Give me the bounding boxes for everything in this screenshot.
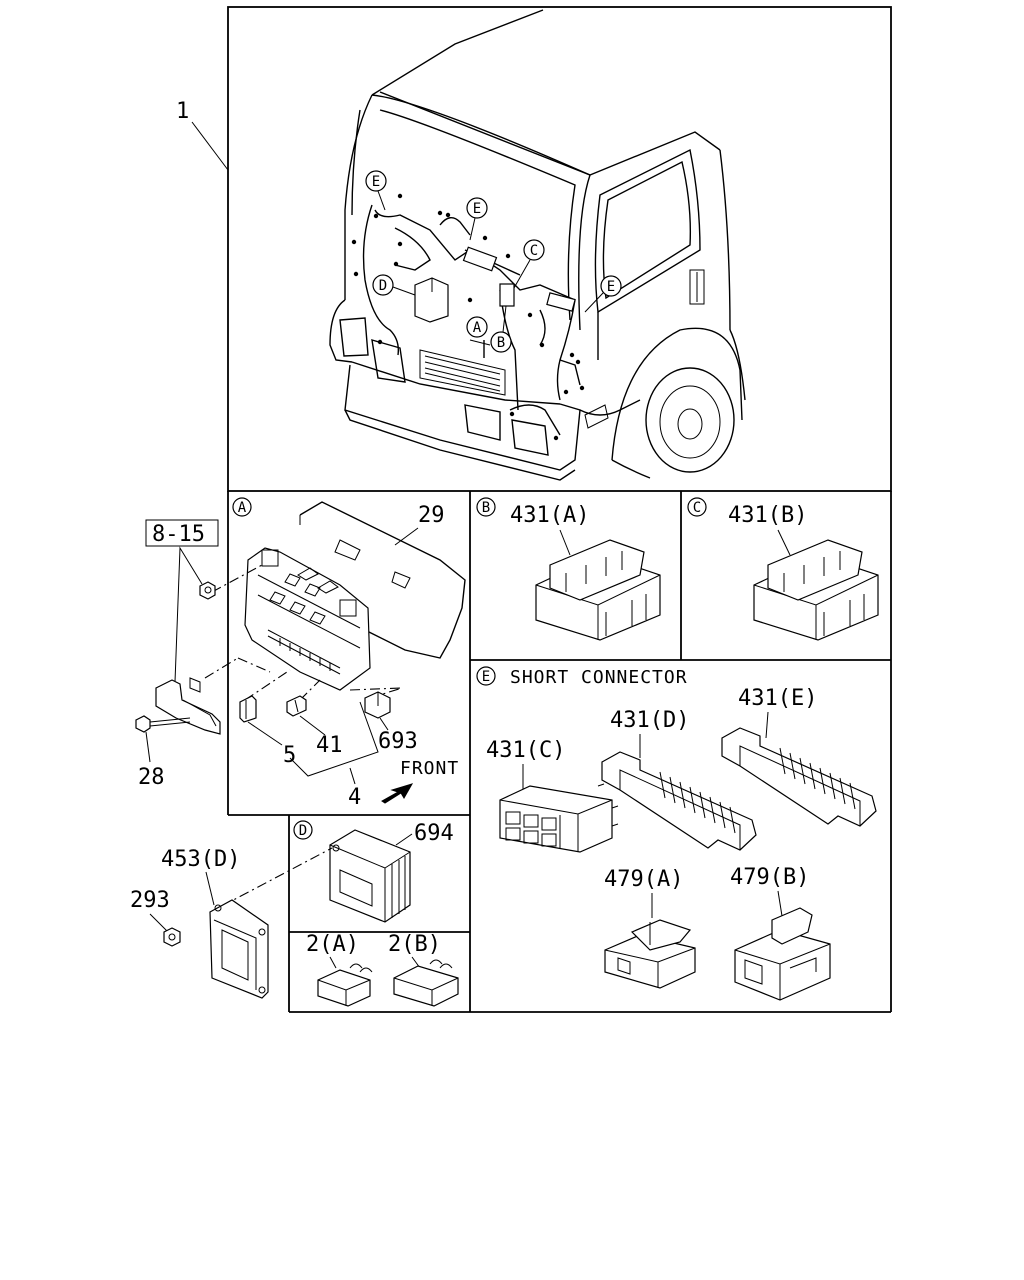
leader-line-ecu xyxy=(221,847,333,907)
connector-479b-illustration xyxy=(734,907,831,1001)
label-part-431c: 431(C) xyxy=(486,738,565,763)
label-part-5: 5 xyxy=(283,743,296,768)
svg-text:B: B xyxy=(497,335,505,351)
label-part-2a: 2(A) xyxy=(306,932,359,957)
label-part-431b: 431(B) xyxy=(728,503,807,528)
front-arrow-icon xyxy=(381,783,414,804)
fuse-box-illustration xyxy=(244,547,371,691)
svg-text:A: A xyxy=(238,500,247,516)
connector-431a-illustration xyxy=(535,539,661,641)
panel-d-header: D xyxy=(293,820,313,840)
label-front: FRONT xyxy=(400,758,459,779)
connector-431c-illustration xyxy=(499,783,619,853)
svg-text:E: E xyxy=(372,174,380,190)
connector-479a-illustration xyxy=(604,919,696,989)
leader-line-5 xyxy=(247,721,283,746)
label-part-479b: 479(B) xyxy=(730,865,809,890)
panel-c-header: C xyxy=(687,497,707,517)
leader-line-2a xyxy=(329,956,337,969)
label-part-431d: 431(D) xyxy=(610,708,689,733)
relay-2b-illustration xyxy=(393,959,459,1007)
panel-frames xyxy=(227,6,892,1013)
label-part-29: 29 xyxy=(418,503,445,528)
svg-text:E: E xyxy=(607,279,615,295)
svg-text:E: E xyxy=(473,201,481,217)
nut-icon xyxy=(199,581,216,600)
relay-2a-illustration xyxy=(317,963,373,1007)
cover-29-illustration xyxy=(299,501,466,659)
connector-431e-illustration xyxy=(721,727,877,827)
nut-293-icon xyxy=(163,927,181,947)
label-part-293: 293 xyxy=(130,888,170,913)
svg-text:E: E xyxy=(482,669,490,685)
label-part-431e: 431(E) xyxy=(738,686,817,711)
svg-text:A: A xyxy=(473,320,482,336)
cab-callouts: E E C D E A B xyxy=(365,170,622,353)
leader-line-431e xyxy=(765,711,769,739)
panel-e-header: E xyxy=(476,666,496,686)
label-part-479a: 479(A) xyxy=(604,867,683,892)
leader-line-29 xyxy=(394,527,419,546)
leader-bracket-4 xyxy=(289,701,379,777)
leader-line-8-15 xyxy=(174,546,203,683)
label-part-28: 28 xyxy=(138,765,165,790)
label-part-694: 694 xyxy=(414,821,454,846)
label-part-431a: 431(A) xyxy=(510,503,589,528)
fuse-5-illustration xyxy=(239,695,257,723)
leader-line-1 xyxy=(191,121,229,171)
label-part-693: 693 xyxy=(378,729,418,754)
label-part-4: 4 xyxy=(348,785,361,810)
leader-line-4 xyxy=(349,767,356,785)
leader-line-479b xyxy=(777,890,783,917)
leader-line-431b xyxy=(777,529,791,556)
svg-text:D: D xyxy=(299,823,307,839)
leader-line-28 xyxy=(145,731,151,763)
leader-line-694 xyxy=(395,833,413,846)
label-part-2b: 2(B) xyxy=(388,932,441,957)
truck-cab-illustration xyxy=(329,9,746,481)
label-part-8-15: 8-15 xyxy=(152,522,205,547)
label-short-connector: SHORT CONNECTOR xyxy=(510,667,688,688)
ecu-453d-illustration xyxy=(209,899,269,999)
svg-text:C: C xyxy=(530,243,538,259)
leader-line-41 xyxy=(299,715,326,736)
leader-line-453d xyxy=(205,871,215,906)
label-part-1: 1 xyxy=(176,99,189,124)
leader-line-293 xyxy=(149,913,169,933)
label-box-8-15 xyxy=(145,519,219,547)
svg-text:D: D xyxy=(379,278,387,294)
label-part-453d: 453(D) xyxy=(161,847,240,872)
fuse-41-illustration xyxy=(286,695,307,717)
connector-431b-illustration xyxy=(753,539,879,641)
ecu-694-illustration xyxy=(329,829,411,923)
relay-693-illustration xyxy=(364,691,391,719)
bolt-icon xyxy=(135,715,191,733)
connector-431d-illustration xyxy=(601,751,757,851)
svg-text:C: C xyxy=(693,500,701,516)
svg-text:B: B xyxy=(482,500,490,516)
panel-b-header: B xyxy=(476,497,496,517)
leader-line-431a xyxy=(559,529,571,556)
panel-a-header: A xyxy=(232,497,252,517)
leader-line-693 xyxy=(379,717,389,731)
bracket-illustration xyxy=(155,677,221,735)
label-part-41: 41 xyxy=(316,733,343,758)
